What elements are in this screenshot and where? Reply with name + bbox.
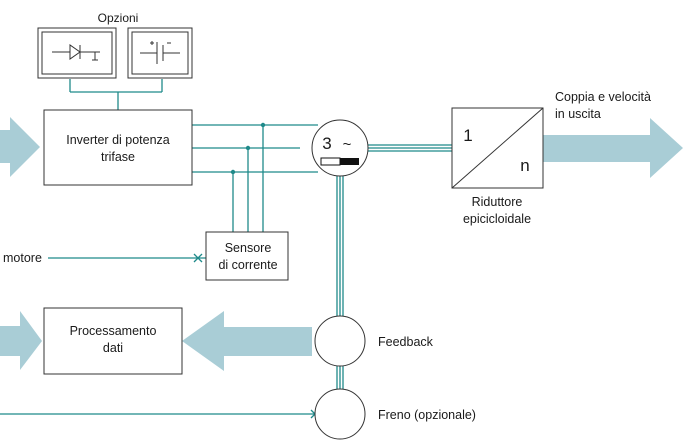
sensor-label-line1: Sensore — [225, 241, 272, 255]
flow-arrows — [0, 117, 683, 371]
inverter-block: Inverter di potenza trifase — [43, 109, 193, 186]
reducer-block: 1 n — [451, 107, 544, 189]
reducer-label-line2: epicicloidale — [463, 212, 531, 226]
brake-label: Freno (opzionale) — [378, 408, 476, 422]
processing-label-line2: dati — [103, 341, 123, 355]
motor-block: 3 ~ — [311, 119, 369, 177]
output-arrow — [542, 118, 683, 178]
processing-block: Processamento dati — [43, 307, 183, 375]
motor-ac-symbol: ~ — [343, 136, 352, 153]
input-arrow — [0, 117, 40, 177]
option-box-capacitor — [127, 27, 193, 79]
options-label: Opzioni — [98, 11, 139, 25]
motor-terminal-black — [340, 158, 359, 165]
connections — [0, 79, 452, 415]
option-box-diode — [37, 27, 117, 79]
processing-label-line1: Processamento — [70, 324, 157, 338]
inverter-label-line2: trifase — [101, 150, 135, 164]
reducer-ratio-out: n — [520, 156, 529, 175]
reducer-label-line1: Riduttore — [472, 195, 523, 209]
feedback-block — [314, 315, 366, 367]
feedback-arrow — [182, 311, 312, 371]
reducer-ratio-in: 1 — [463, 126, 472, 145]
processing-output-arrow — [0, 311, 42, 370]
current-sensor-block: Sensore di corrente — [205, 231, 289, 281]
inverter-label-line1: Inverter di potenza — [66, 133, 170, 147]
capacitor-icon — [140, 41, 180, 64]
motor-input-label: motore — [3, 251, 42, 265]
motor-terminal-white — [320, 157, 341, 166]
motor-phase-number: 3 — [322, 134, 331, 153]
output-label-line2: in uscita — [555, 107, 601, 121]
brake-block — [314, 388, 366, 440]
junction-dots — [230, 122, 266, 175]
sensor-label-line2: di corrente — [218, 258, 277, 272]
output-label-line1: Coppia e velocità — [555, 90, 651, 104]
feedback-label: Feedback — [378, 335, 434, 349]
diode-icon — [52, 44, 100, 61]
